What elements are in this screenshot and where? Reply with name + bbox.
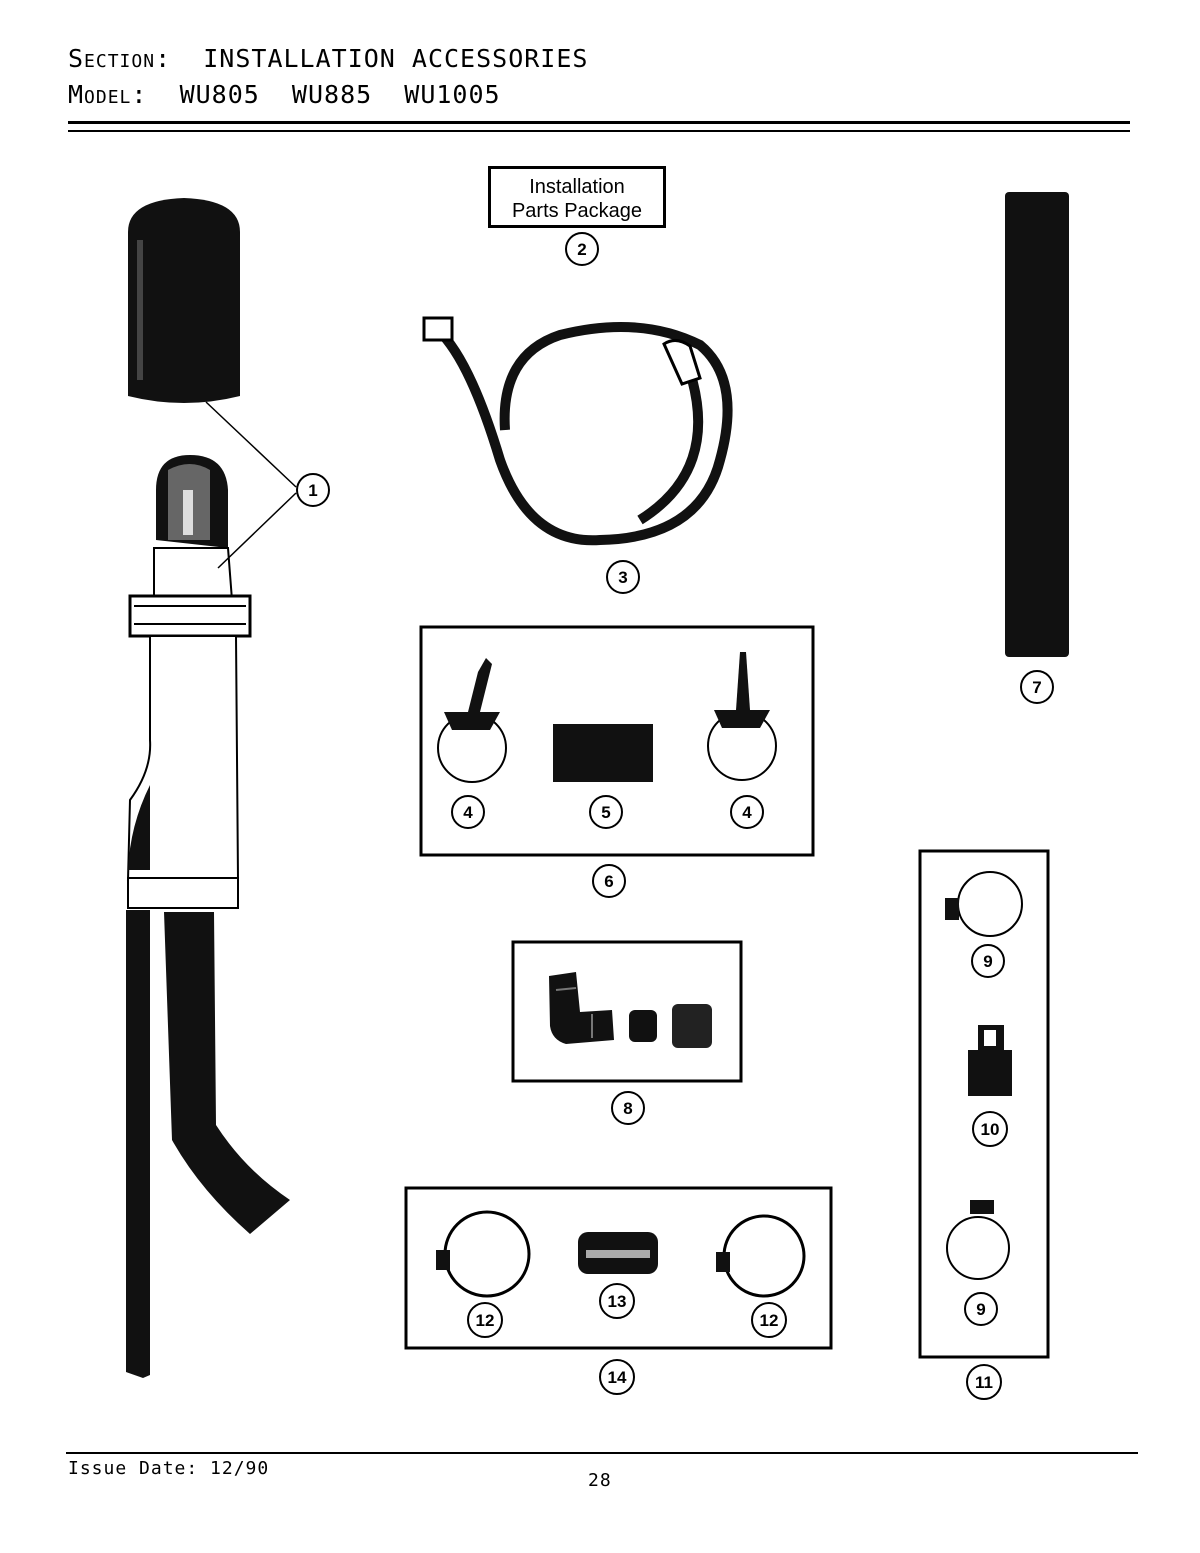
callout-1: 1 xyxy=(296,473,330,507)
svg-text:1: 1 xyxy=(308,481,317,500)
hose-coupling-part xyxy=(578,1232,658,1274)
callout-9-top: 9 xyxy=(971,944,1005,978)
section-label: Section: xyxy=(68,44,172,73)
svg-text:7: 7 xyxy=(1032,678,1041,697)
leader-line-cap xyxy=(205,401,297,488)
callout-3: 3 xyxy=(606,560,640,594)
small-nut-part xyxy=(629,1010,657,1042)
svg-text:12: 12 xyxy=(760,1311,779,1330)
svg-text:12: 12 xyxy=(476,1311,495,1330)
svg-text:6: 6 xyxy=(604,872,613,891)
package-label-line2: Parts Package xyxy=(511,200,643,222)
svg-text:4: 4 xyxy=(463,803,473,822)
fill-hose-part xyxy=(422,316,733,546)
hose-clamp-top-part xyxy=(945,871,1023,937)
callout-13: 13 xyxy=(599,1283,635,1319)
hose-clamp-left-part xyxy=(436,1210,531,1298)
footer-rule xyxy=(66,1452,1138,1454)
clamp-left-part xyxy=(437,658,507,783)
kit-box-14 xyxy=(404,1186,833,1350)
kit-box-11 xyxy=(918,849,1050,1359)
svg-text:2: 2 xyxy=(577,240,586,259)
callout-8: 8 xyxy=(611,1091,645,1125)
svg-text:3: 3 xyxy=(618,568,627,587)
svg-text:10: 10 xyxy=(981,1120,1000,1139)
page-number: 28 xyxy=(588,1470,612,1491)
svg-text:13: 13 xyxy=(608,1292,627,1311)
drain-cap-part xyxy=(128,198,240,403)
svg-text:9: 9 xyxy=(983,952,992,971)
elbow-fitting-part xyxy=(549,972,614,1044)
kit-box-6 xyxy=(419,625,815,857)
callout-11: 11 xyxy=(966,1364,1002,1400)
drain-hose-assembly xyxy=(126,455,290,1378)
callout-5: 5 xyxy=(589,795,623,829)
model-label: Model: xyxy=(68,80,148,109)
hose-clamp-bottom-part xyxy=(946,1200,1010,1280)
straight-hose-part xyxy=(1005,192,1069,657)
callout-12-left: 12 xyxy=(467,1302,503,1338)
callout-4-right: 4 xyxy=(730,795,764,829)
clamp-right-part xyxy=(707,652,777,781)
svg-text:14: 14 xyxy=(608,1368,627,1387)
issue-date: Issue Date: 12/90 xyxy=(68,1458,270,1479)
callout-4-left: 4 xyxy=(451,795,485,829)
callout-6: 6 xyxy=(592,864,626,898)
section-title: INSTALLATION ACCESSORIES xyxy=(203,44,589,73)
svg-text:9: 9 xyxy=(976,1300,985,1319)
header-rule-bottom xyxy=(68,130,1130,132)
callout-9-bottom: 9 xyxy=(964,1292,998,1326)
model-numbers: WU805 WU885 WU1005 xyxy=(179,80,501,109)
header-rule-top xyxy=(68,121,1130,124)
svg-text:8: 8 xyxy=(623,1099,632,1118)
callout-2: 2 xyxy=(565,232,599,266)
reducer-fitting-part xyxy=(968,1025,1012,1096)
svg-text:4: 4 xyxy=(742,803,752,822)
callout-12-right: 12 xyxy=(751,1302,787,1338)
callout-7: 7 xyxy=(1020,670,1054,704)
package-label-line1: Installation xyxy=(529,176,625,198)
foam-pad-part xyxy=(553,724,653,782)
callout-10: 10 xyxy=(972,1111,1008,1147)
section-line: Section: INSTALLATION ACCESSORIES xyxy=(68,44,588,73)
leader-line-hose xyxy=(217,492,297,569)
installation-parts-package-label: Installation Parts Package xyxy=(488,166,666,228)
coupling-nut-part xyxy=(672,1004,712,1048)
svg-text:11: 11 xyxy=(975,1373,993,1392)
kit-box-8 xyxy=(511,940,743,1083)
hose-clamp-right-part xyxy=(716,1214,806,1298)
model-line: Model: WU805 WU885 WU1005 xyxy=(68,80,501,109)
svg-text:5: 5 xyxy=(601,803,610,822)
callout-14: 14 xyxy=(599,1359,635,1395)
